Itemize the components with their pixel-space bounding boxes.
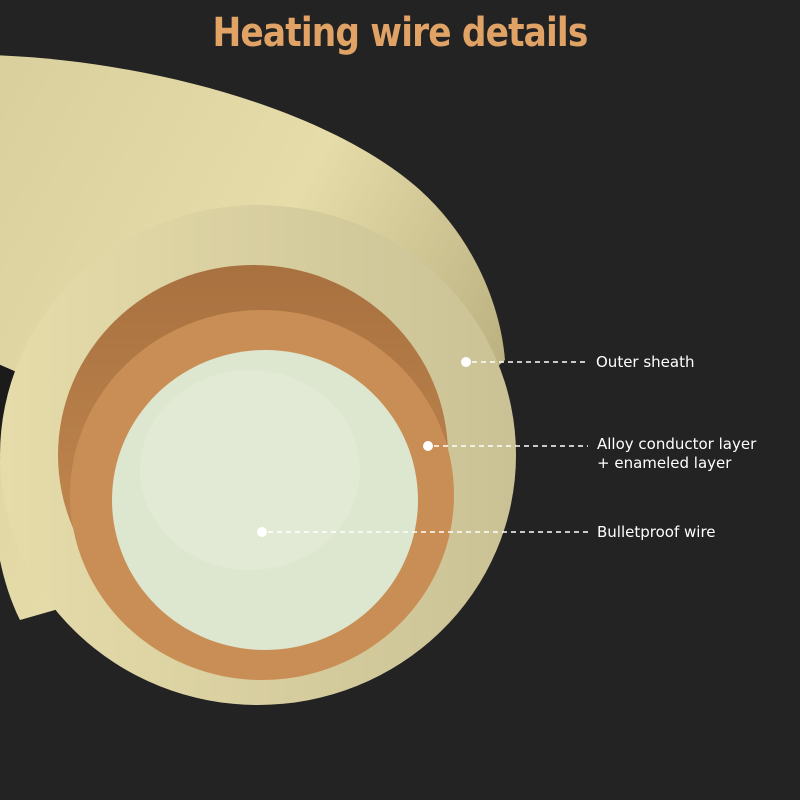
core-wire (112, 350, 418, 650)
callout-bulletproof-wire-marker (257, 527, 588, 537)
outer-sheath-label: Outer sheath (596, 353, 695, 372)
alloy-conductor-dot (423, 441, 433, 451)
bulletproof-wire-dot (257, 527, 267, 537)
outer-sheath-label-text: Outer sheath (596, 353, 695, 371)
diagram-title: Heating wire details (212, 10, 589, 56)
bulletproof-wire-label: Bulletproof wire (597, 523, 716, 542)
alloy-conductor-label: Alloy conductor layer + enameled layer (597, 435, 756, 473)
callout-outer-sheath-marker (461, 357, 588, 367)
alloy-conductor-label-line1: Alloy conductor layer (597, 435, 757, 453)
core-wire-highlight (140, 370, 360, 570)
alloy-conductor-label-line2: + enameled layer (597, 454, 732, 472)
bulletproof-wire-label-text: Bulletproof wire (597, 523, 716, 541)
outer-sheath-dot (461, 357, 471, 367)
callout-alloy-conductor-marker (423, 441, 588, 451)
